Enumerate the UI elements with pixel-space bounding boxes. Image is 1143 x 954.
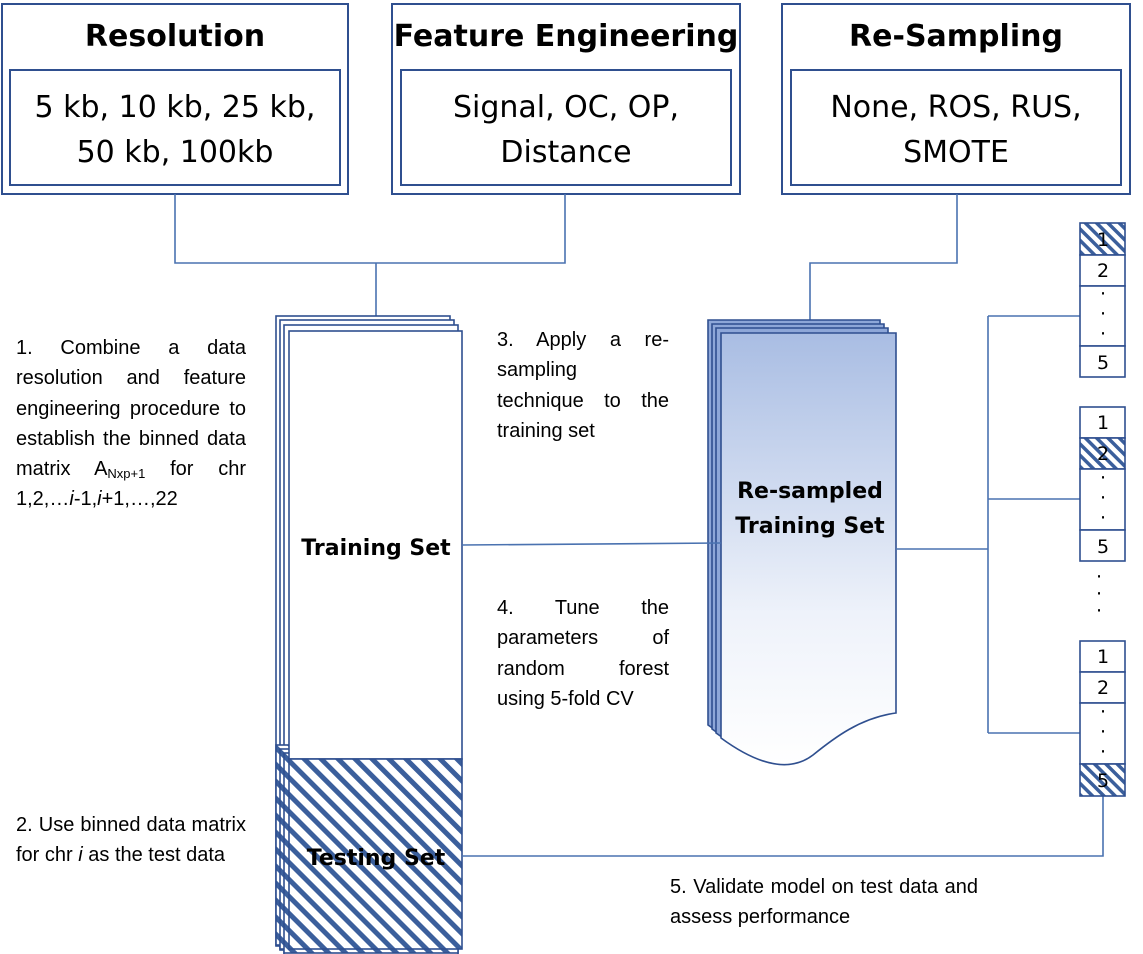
testing-set	[288, 758, 463, 950]
step-4-description: 4. Tune the parameters of random forest …	[497, 597, 669, 710]
fold-ellipsis: ·	[1100, 467, 1106, 489]
feature-engineering-box: Feature Engineering Signal, OC, OP, Dist…	[391, 3, 741, 195]
fold-ellipsis: ·	[1100, 487, 1106, 509]
fold-ellipsis: ·	[1100, 701, 1106, 723]
step-5-description: 5. Validate model on test data and asses…	[670, 876, 978, 929]
step-2-description: 2. Use binned data matrix for chr i as t…	[16, 810, 246, 871]
feature-engineering-title: Feature Engineering	[394, 19, 739, 54]
fold-ellipsis: ·	[1096, 600, 1102, 622]
resampling-title: Re-Sampling	[849, 19, 1063, 54]
step-1-description: 1. Combine a data resolution and feature…	[16, 333, 246, 515]
resampling-options-line1: None, ROS, RUS,	[830, 90, 1081, 125]
fold-1-label: 1	[1097, 229, 1109, 251]
fold-5-label: 5	[1097, 536, 1109, 558]
fold-2-label: 2	[1097, 260, 1109, 282]
resampled-label-line1: Re-sampled	[737, 479, 883, 504]
fold-ellipsis: ·	[1100, 741, 1106, 763]
resolution-connector	[174, 194, 566, 264]
step-1-chr-i: i	[97, 488, 102, 511]
fold-ellipsis: ·	[1100, 721, 1106, 743]
resolution-box: Resolution 5 kb, 10 kb, 25 kb, 50 kb, 10…	[1, 3, 349, 195]
step-1-chr-list-a: 1,2,…	[16, 488, 70, 511]
resampling-box: Re-Sampling None, ROS, RUS, SMOTE	[781, 3, 1131, 195]
fold-ellipsis: ·	[1096, 566, 1102, 588]
fold-ellipsis: ·	[1100, 283, 1106, 305]
fold-group-3: 1 2 · · · 5	[1079, 640, 1126, 797]
resampled-label-line2: Training Set	[735, 514, 885, 539]
step-1-chr-list: 1,2,…i-1,i+1,…,22	[16, 488, 178, 510]
top-connectors	[174, 194, 958, 331]
fold-2-label: 2	[1097, 677, 1109, 699]
resampling-options-line2: SMOTE	[903, 135, 1009, 170]
fold-group-2: 1 2 · · · 5	[1079, 406, 1126, 562]
training-to-resampled-connector	[461, 542, 722, 546]
fold-ellipsis: ·	[1096, 583, 1102, 605]
fold-group-1: 1 2 · · · 5	[1079, 222, 1126, 378]
fold-ellipsis: ·	[1100, 323, 1106, 345]
testing-set-label: Testing Set	[307, 846, 446, 871]
fold-ellipsis: ·	[1100, 507, 1106, 529]
training-set	[288, 330, 463, 760]
validation-connector	[462, 796, 1104, 857]
fold-5-label: 5	[1097, 352, 1109, 374]
resampling-connector	[809, 194, 958, 320]
step-2-text-b: as the test data	[82, 844, 226, 867]
step-1-text: 1. Combine a data resolution and feature…	[16, 337, 246, 481]
step-1-text-b: for chr	[145, 458, 246, 481]
step-3-description: 3. Apply a re-sampling technique to the …	[497, 329, 669, 442]
feature-engineering-options-line1: Signal, OC, OP,	[453, 90, 679, 125]
fold-1-label: 1	[1097, 412, 1109, 434]
step-1-chr-list-b: -1,	[73, 488, 98, 511]
step-2-chr-i: i	[78, 844, 83, 867]
resolution-title: Resolution	[85, 19, 265, 54]
training-testing-stack: Training Set Testing Set	[275, 315, 463, 954]
step-1-chr-list-c: +1,…,22	[101, 488, 178, 511]
fold-ellipsis: ·	[1100, 303, 1106, 325]
step-2-text: 2. Use binned data matrix for chr	[16, 814, 246, 867]
fold-1-label: 1	[1097, 646, 1109, 668]
resolution-options-line2: 50 kb, 100kb	[77, 135, 274, 170]
feature-engineering-options-line2: Distance	[500, 135, 631, 170]
resampled-training-stack: Re-sampled Training Set	[707, 319, 897, 766]
fold-5-label: 5	[1097, 770, 1109, 792]
resampled-training-set	[720, 332, 897, 766]
training-set-label: Training Set	[301, 536, 451, 561]
step-1-subscript: Nxp+1	[107, 466, 146, 482]
step-1-chr-i: i	[69, 488, 74, 511]
resolution-options-line1: 5 kb, 10 kb, 25 kb,	[35, 90, 316, 125]
fold-2-label: 2	[1097, 443, 1109, 465]
fold-groups-ellipsis: · · ·	[1096, 566, 1102, 622]
